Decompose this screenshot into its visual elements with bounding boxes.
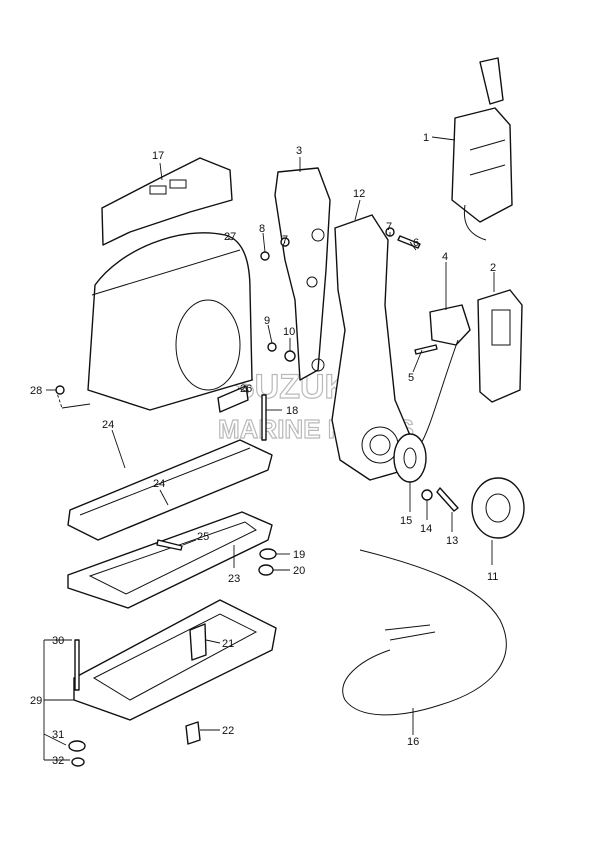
callout-11: 11 (487, 571, 498, 583)
leader-lines (43, 136, 495, 761)
callout-19: 19 (293, 549, 305, 561)
callout-18: 18 (286, 405, 298, 417)
callout-5: 5 (408, 372, 414, 384)
callout-24b: 24 (153, 478, 165, 490)
part-27-housing (87, 232, 253, 411)
callout-24a: 24 (102, 419, 114, 431)
callout-27: 27 (224, 231, 236, 243)
callout-10: 10 (283, 326, 295, 338)
part-3-lever-bracket (274, 167, 331, 381)
callout-9: 9 (264, 315, 270, 327)
part-24-bracket-upper (67, 439, 273, 541)
part-1-control-box (451, 57, 513, 241)
callout-26: 26 (240, 383, 252, 395)
callout-6: 6 (413, 237, 419, 249)
callout-1: 1 (423, 132, 429, 144)
callout-32: 32 (52, 755, 64, 767)
hardware (55, 227, 459, 767)
callout-13: 13 (446, 535, 458, 547)
callout-17: 17 (152, 150, 164, 162)
part-29-base-frame (73, 599, 277, 721)
part-4-neutral-switch (419, 304, 471, 446)
callout-28: 28 (30, 385, 42, 397)
callout-30: 30 (52, 635, 64, 647)
callouts: 1 2 3 4 5 6 7 7 8 9 10 11 12 13 14 15 16… (30, 132, 498, 767)
callout-31: 31 (52, 729, 64, 741)
callout-25: 25 (197, 531, 209, 543)
part-2-switch-cover (477, 289, 523, 403)
callout-7a: 7 (282, 234, 288, 246)
callout-21: 21 (222, 638, 234, 650)
callout-16: 16 (407, 736, 419, 748)
part-23-gasket (67, 511, 273, 609)
part-15-plate (393, 433, 427, 483)
part-16-harness (342, 549, 507, 716)
callout-12: 12 (353, 188, 365, 200)
callout-22: 22 (222, 725, 234, 737)
callout-29: 29 (30, 695, 42, 707)
callout-4: 4 (442, 251, 448, 263)
callout-20: 20 (293, 565, 305, 577)
callout-2: 2 (490, 262, 496, 274)
callout-8: 8 (259, 223, 265, 235)
callout-7b: 7 (386, 221, 392, 233)
part-17-top-cover (101, 157, 233, 246)
callout-23: 23 (228, 573, 240, 585)
callout-3: 3 (296, 145, 302, 157)
part-11-grommet (471, 477, 525, 539)
callout-14: 14 (420, 523, 432, 535)
callout-15: 15 (400, 515, 412, 527)
